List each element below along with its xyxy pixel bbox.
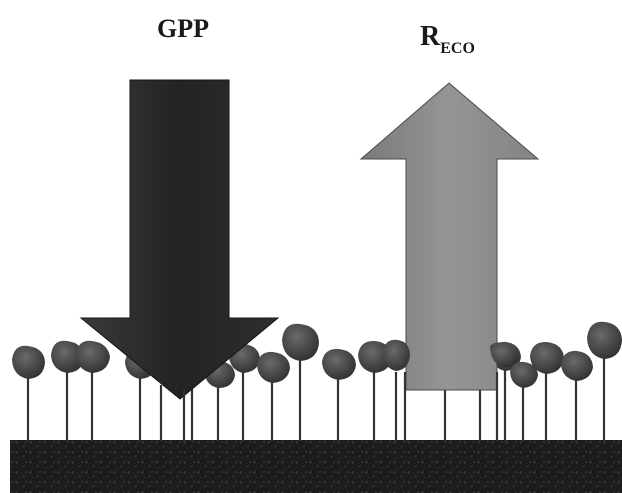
plant [76,340,110,441]
plant [587,321,622,441]
plant [510,361,538,441]
plant [490,342,519,441]
plant [530,341,564,441]
reco-label-subscript: ECO [440,40,475,57]
plant [322,348,356,441]
plant [561,350,593,441]
gpp-label: GPP [157,14,209,43]
plant [282,323,319,441]
plant [229,343,260,441]
reco-label-main: R [420,21,441,52]
plant [51,340,84,441]
plant-row-foreground-right [383,339,519,441]
reco-label: RECO [420,21,475,57]
reco-upward-arrow [359,82,540,391]
plant [12,345,45,441]
plant-row [12,321,622,441]
plant-row-foreground [159,385,186,441]
plant [383,339,410,441]
plant [257,351,290,441]
soil-layer [10,440,622,493]
gpp-downward-arrow [79,79,280,400]
plant [358,340,392,441]
